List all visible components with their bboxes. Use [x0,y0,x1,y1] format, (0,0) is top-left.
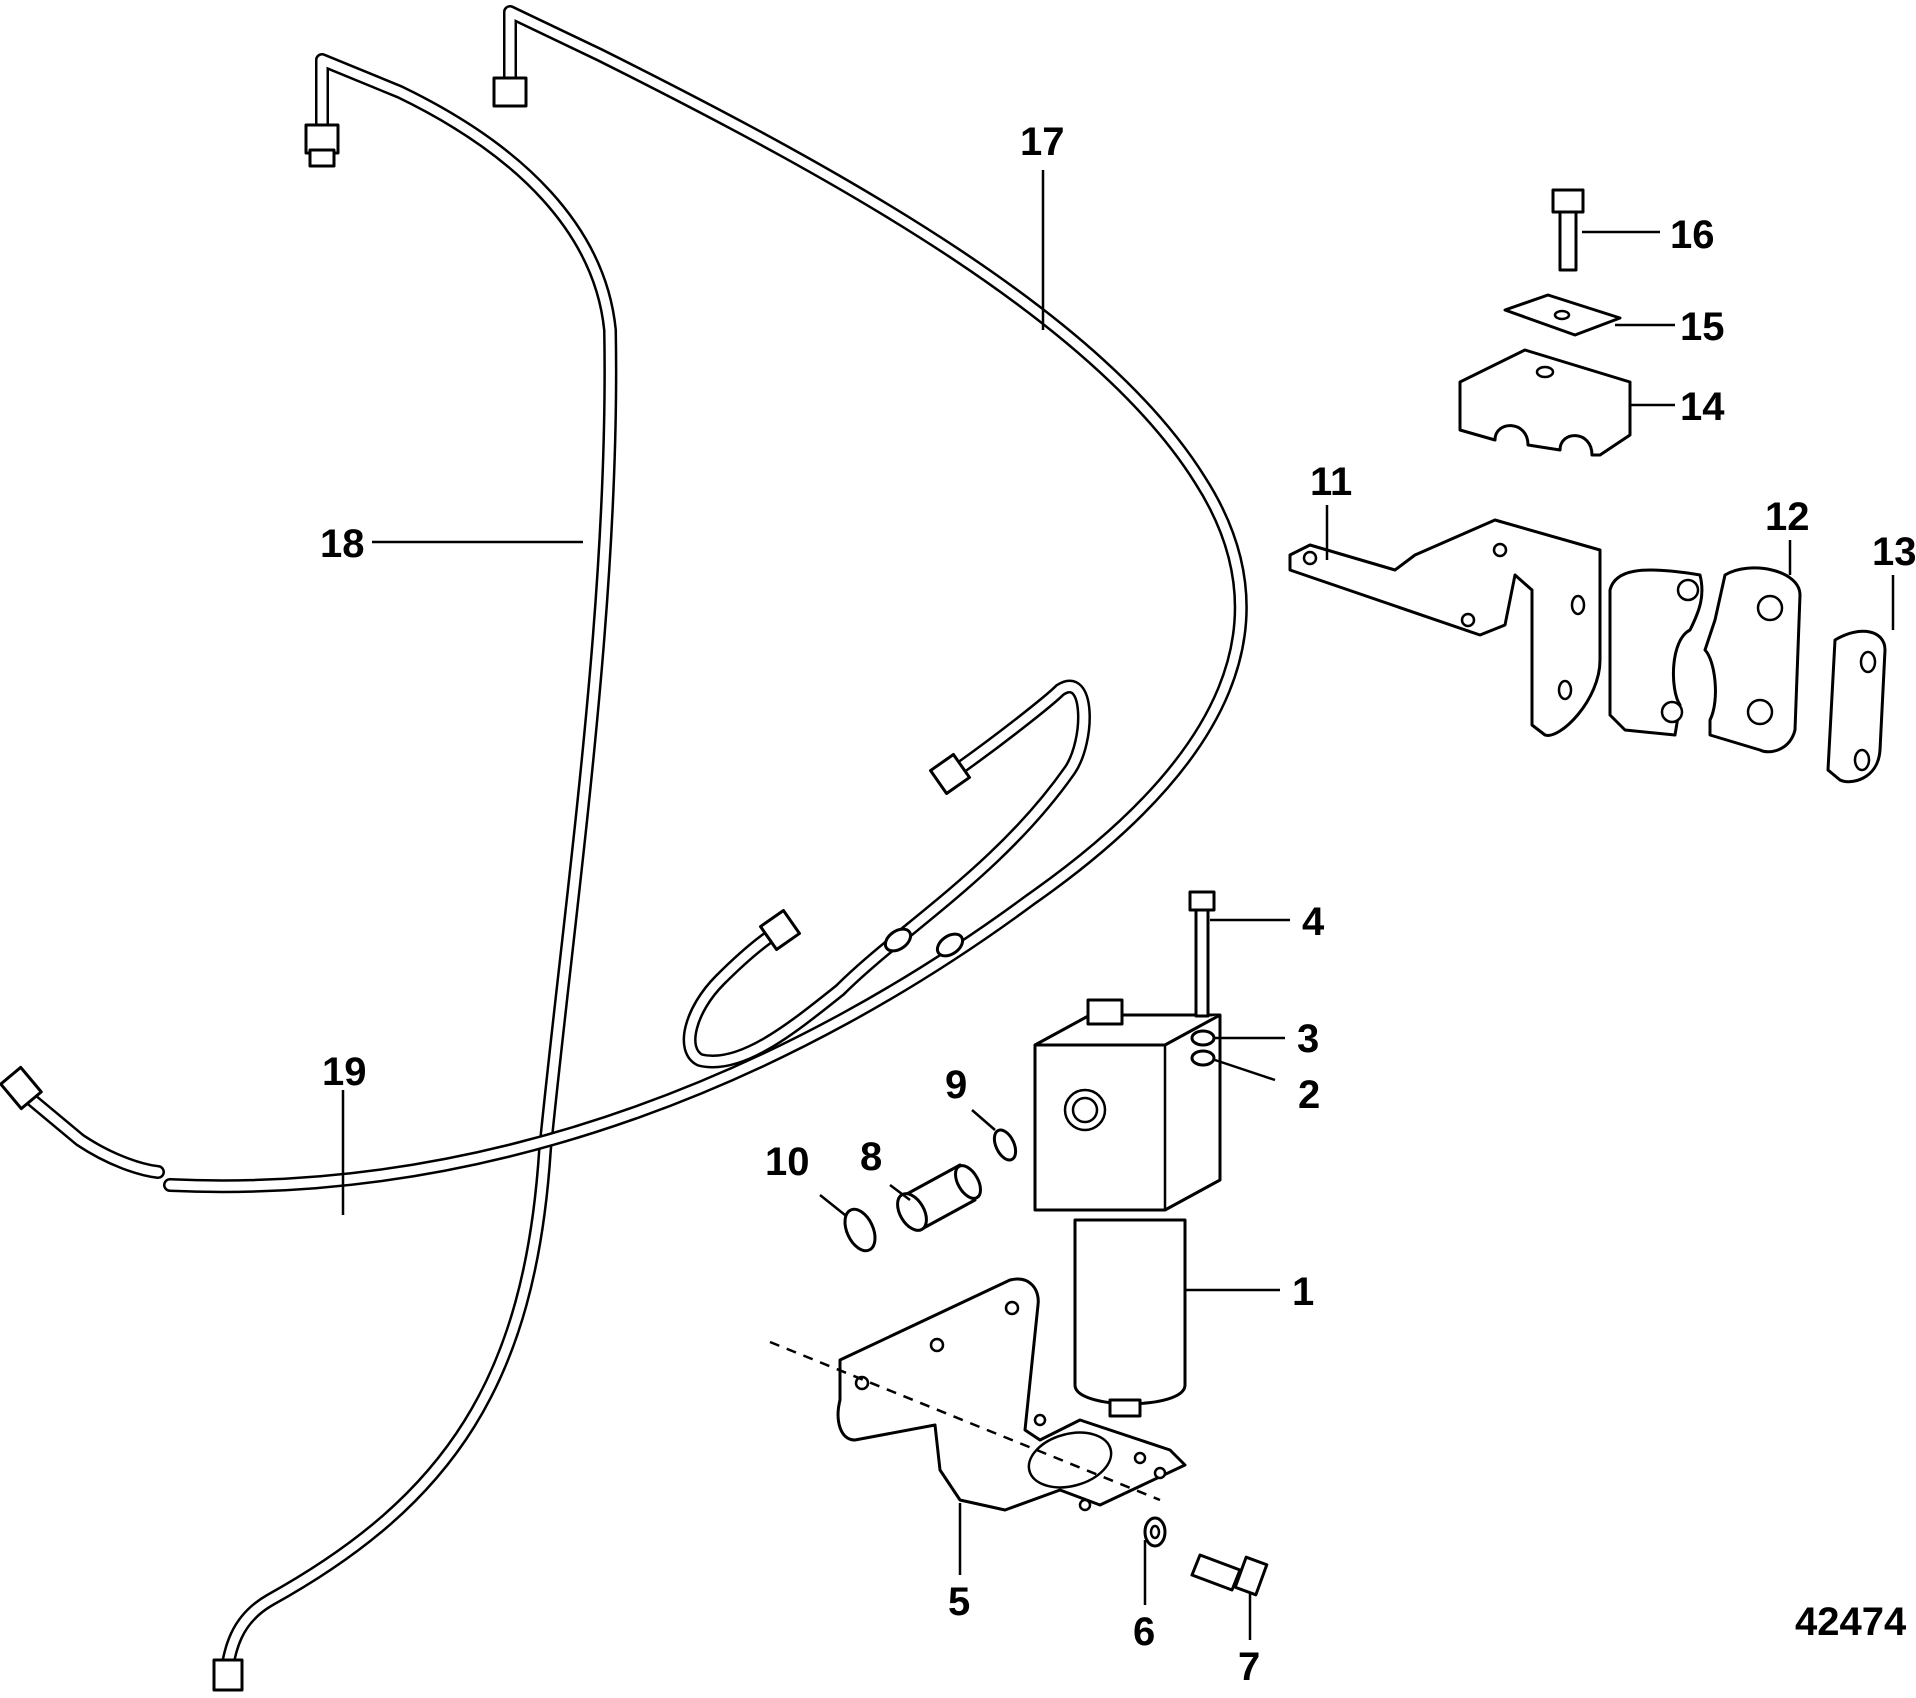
loop-tube-fitting-lower [759,909,801,951]
loop-tube [682,679,1091,1069]
callout-14: 14 [1680,385,1725,429]
filter-canister [1073,1218,1187,1406]
callout-6: 6 [1133,1610,1155,1654]
clamp-12 [1608,566,1802,754]
callout-10: 10 [765,1140,810,1184]
callout-9: 9 [945,1063,967,1107]
callout-7: 7 [1238,1645,1260,1689]
callout-19: 19 [322,1050,367,1094]
clamp-block-14 [1458,348,1632,457]
filter-plug [1086,998,1124,1026]
filter-assembly [1033,998,1222,1418]
tube-17 [163,5,1248,1194]
callout-1: 1 [1292,1270,1314,1314]
washer-3 [1190,1029,1216,1047]
callouts: 1 2 3 4 5 6 7 8 9 10 11 12 13 14 15 16 1… [320,120,1916,1689]
callout-2: 2 [1298,1073,1320,1117]
callout-16: 16 [1670,213,1715,257]
callout-12: 12 [1765,495,1810,539]
callout-5: 5 [948,1580,970,1624]
tube-18 [212,53,618,1692]
callout-11: 11 [1310,460,1352,504]
callout-13: 13 [1872,530,1916,574]
bolt-7 [1190,1553,1269,1597]
callout-15: 15 [1680,305,1725,349]
fitting-8 [896,1163,982,1232]
callout-4: 4 [1302,900,1325,944]
callout-17: 17 [1020,120,1065,164]
tube-19-fitting [0,1065,43,1111]
plate-15 [1503,293,1622,337]
bracket-11 [1288,518,1602,737]
tube-17-fitting-top [492,76,528,108]
tube-19 [0,1065,165,1179]
plate-13 [1826,629,1887,784]
callout-8: 8 [860,1135,882,1179]
washer-2 [1190,1049,1216,1067]
callout-3: 3 [1297,1017,1319,1061]
bolt-16 [1551,188,1585,272]
o-ring-10 [843,1207,877,1253]
bolt-4 [1188,890,1216,1018]
figure-id: 42474 [1795,1600,1907,1644]
leader-lines [341,170,1895,1640]
alignment-line [769,1340,1161,1502]
o-ring-9 [992,1128,1018,1162]
tube-18-fitting-bottom [212,1658,244,1692]
loop-tube-fitting-upper [929,753,971,795]
bracket-5 [836,1277,1187,1512]
callout-18: 18 [320,522,365,566]
